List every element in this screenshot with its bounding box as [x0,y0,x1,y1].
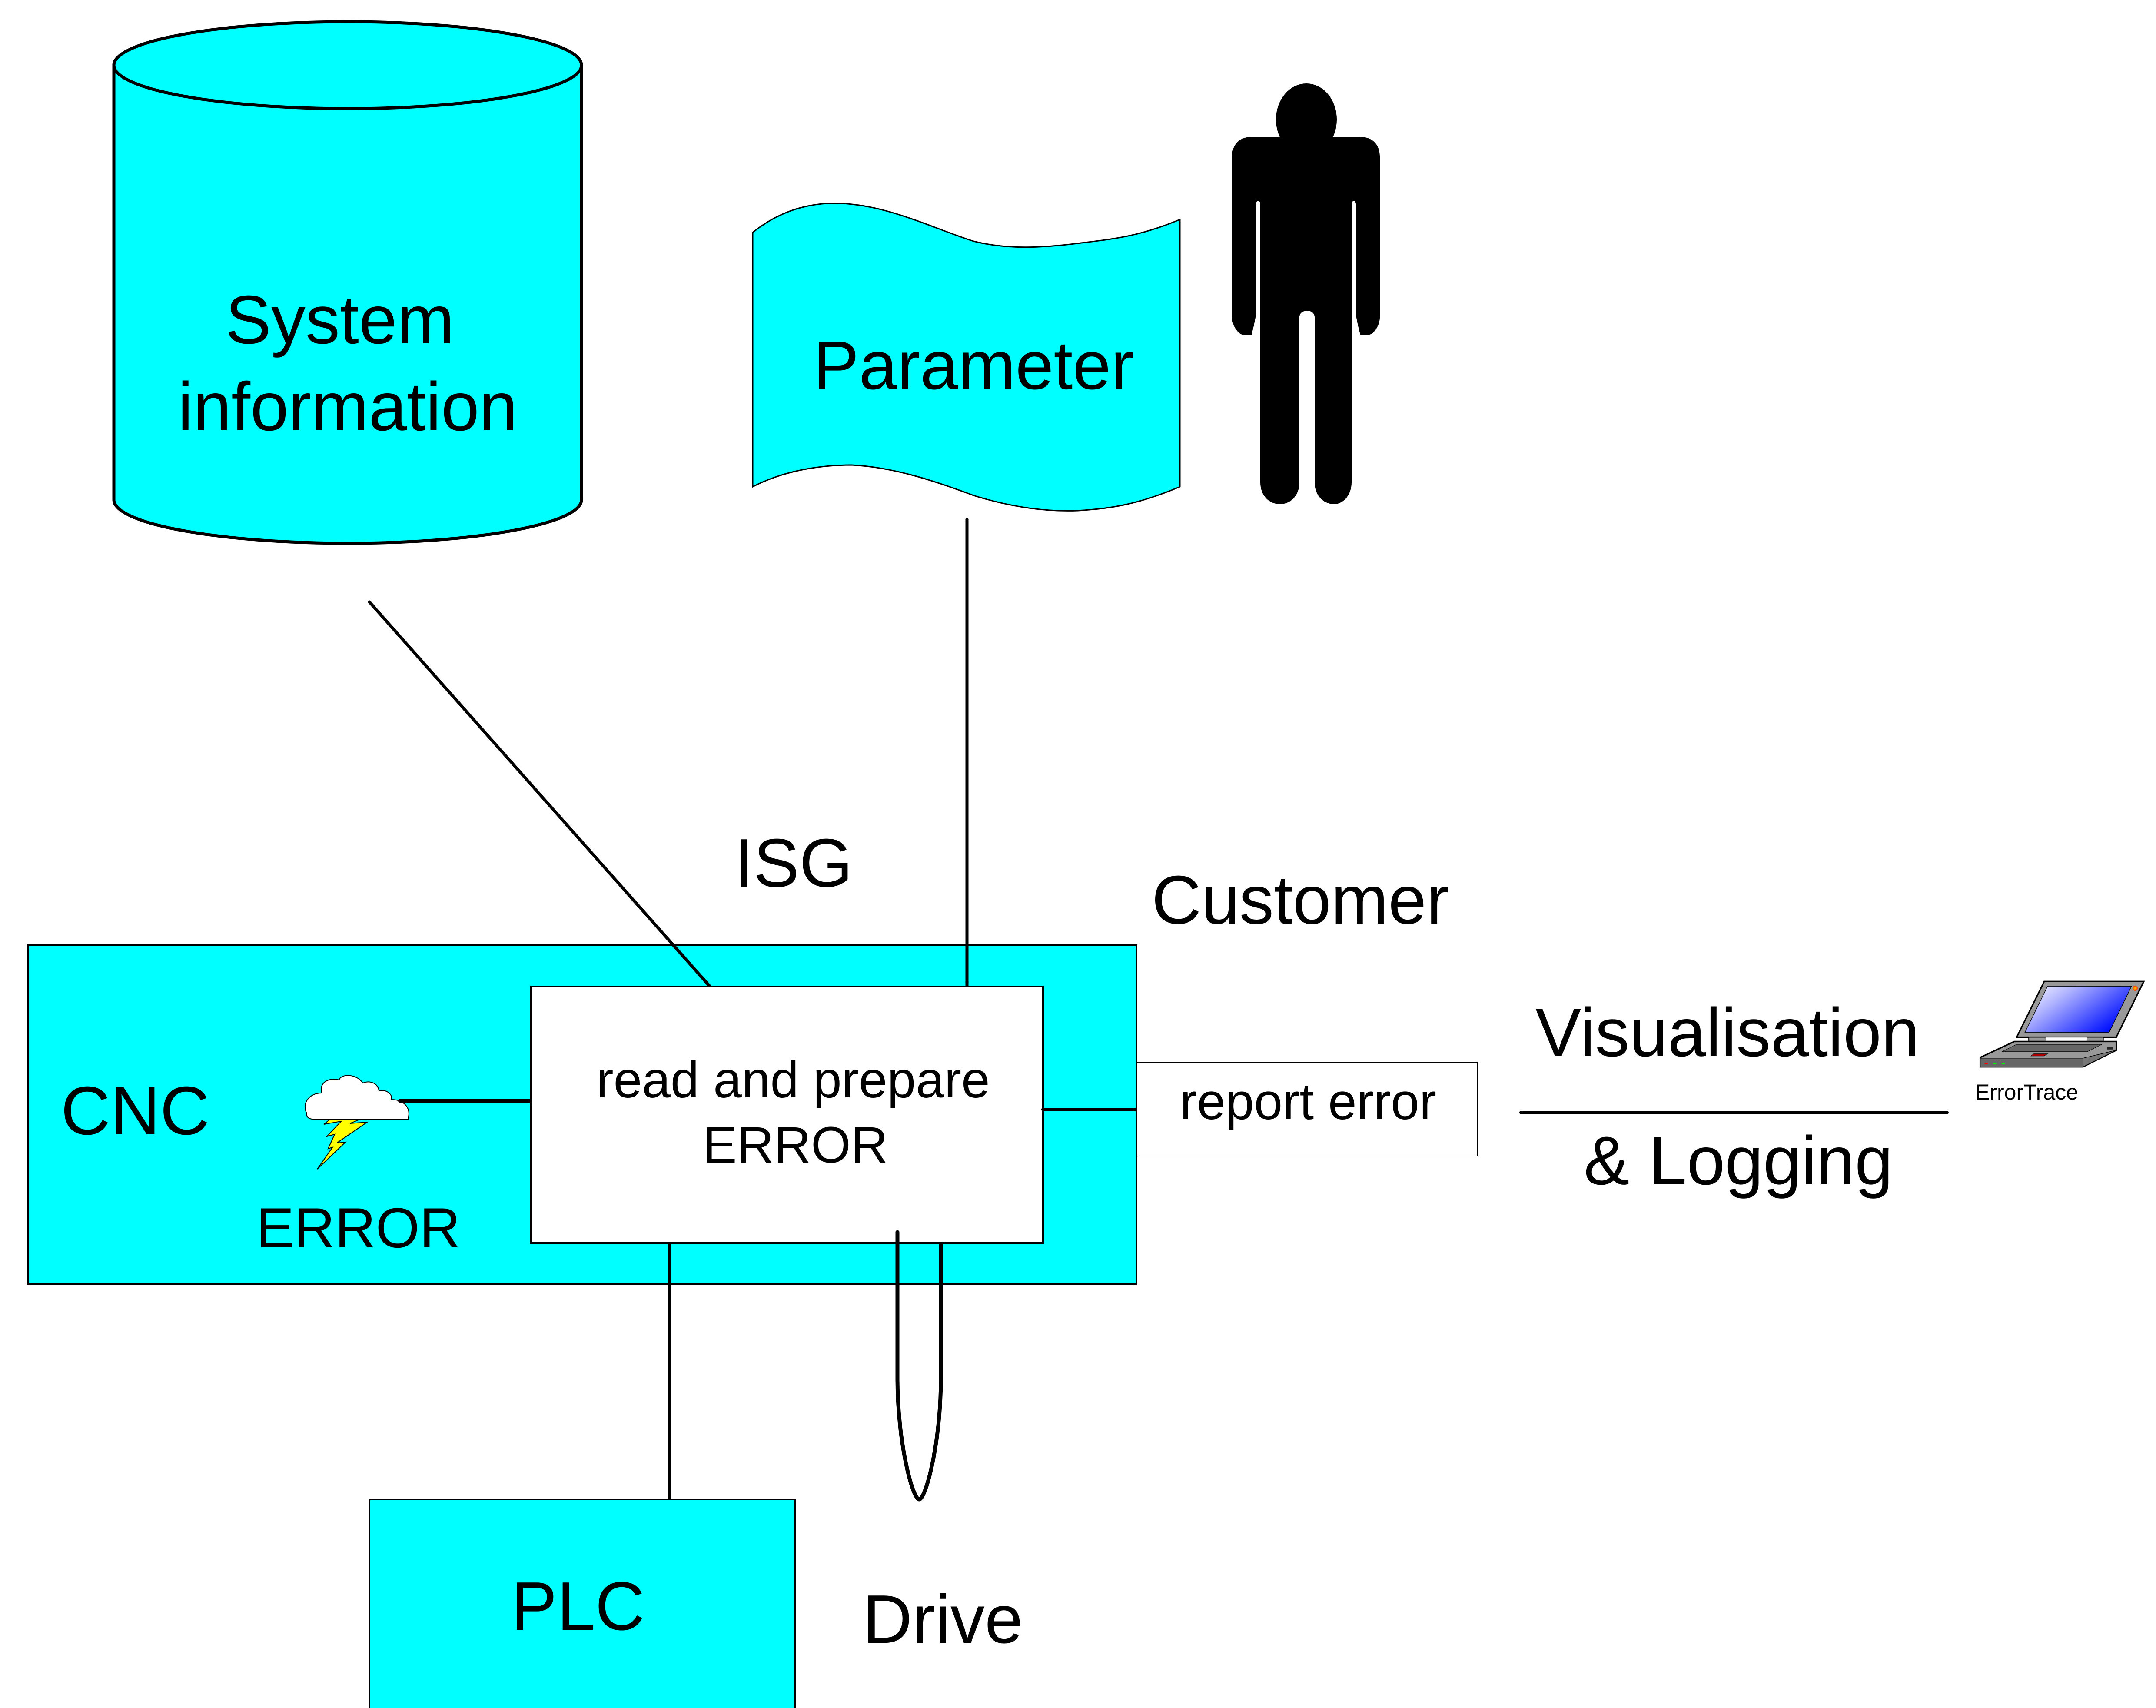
visualisation-line1: Visualisation [1535,994,1920,1071]
cnc-label: CNC [61,1073,209,1149]
read-prepare-node: read and prepare ERROR [530,986,1044,1244]
edges [368,518,1949,1502]
visualisation-line2: & Logging [1584,1123,1893,1199]
system-information-line2: information [178,369,518,445]
system-information-node: System information [112,20,583,545]
arrow-sysinfo-to-read [368,600,711,987]
storm-cloud-icon [304,1075,409,1170]
plc-label: PLC [511,1568,644,1645]
system-information-line1: System [226,282,455,358]
laptop-node: ErrorTrace [1975,980,2145,1104]
isg-label: ISG [734,825,853,901]
report-error-label: report error [1180,1073,1436,1130]
read-prepare-line2: ERROR [703,1117,888,1174]
customer-label: Customer [1152,862,1449,938]
laptop-label: ErrorTrace [1975,1080,2078,1104]
drive-label: Drive [863,1581,1023,1658]
arrow-drive-loop [895,1230,943,1502]
plc-node: PLC [369,1499,796,1708]
parameter-label: Parameter [813,327,1134,404]
parameter-node: Parameter [752,203,1181,512]
person-icon [1232,83,1380,504]
document-flag-icon [752,203,1181,512]
report-error-node: report error [1136,1062,1478,1156]
database-cylinder-icon [112,20,583,545]
cnc-error-label: ERROR [256,1196,460,1259]
read-prepare-line1: read and prepare [596,1051,990,1109]
laptop-icon [1979,980,2145,1068]
